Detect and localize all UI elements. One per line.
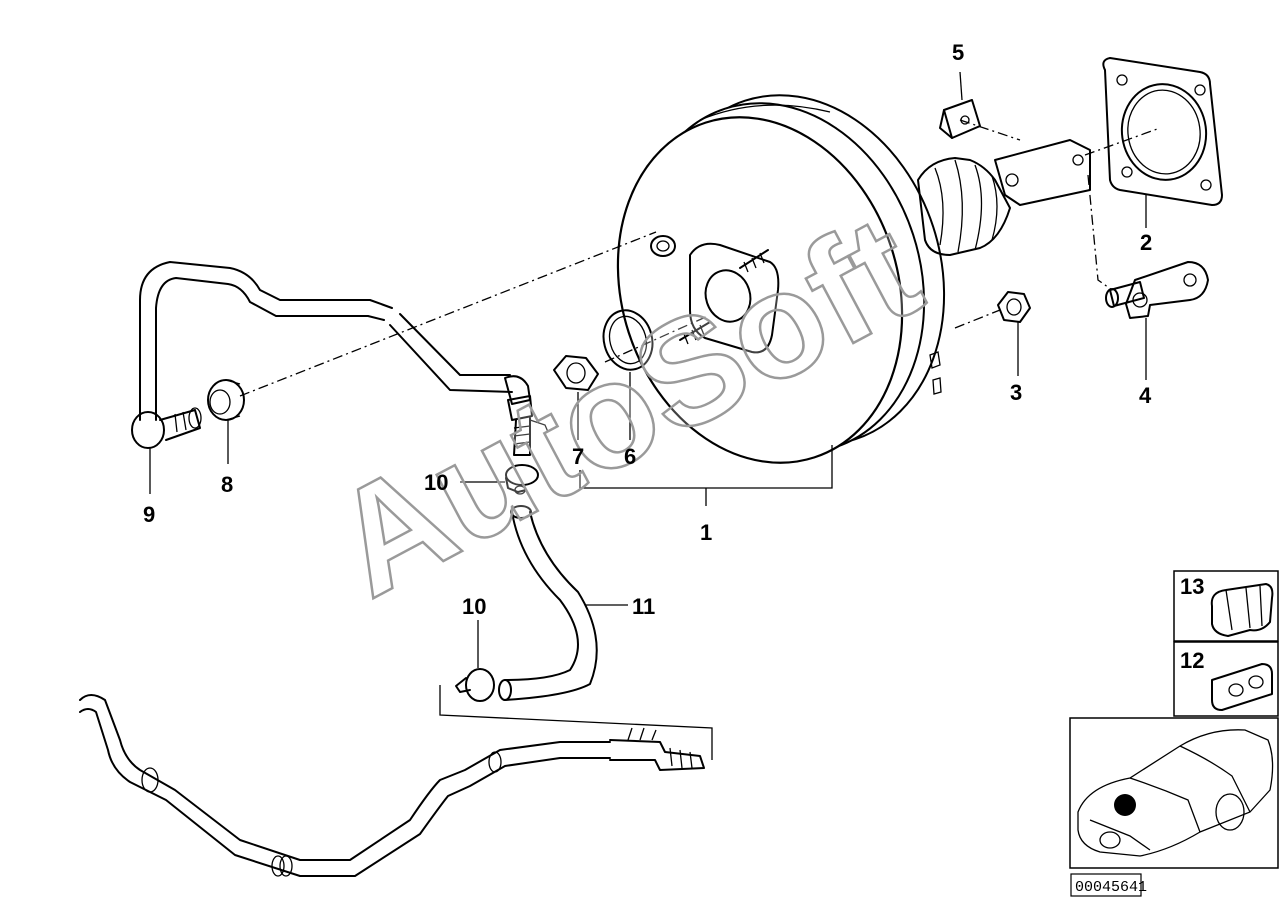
t-fitting-icon[interactable]: [504, 375, 549, 456]
label-part-10-lower[interactable]: 10: [462, 594, 486, 619]
clip-part-5[interactable]: [939, 99, 981, 139]
cable-holder-icon: [1210, 583, 1274, 637]
hose-part-11[interactable]: [498, 505, 598, 701]
grommet-part-8[interactable]: [207, 379, 245, 421]
label-part-12: 12: [1180, 648, 1204, 673]
label-part-8[interactable]: 8: [221, 472, 233, 497]
seal-ring-part-6[interactable]: [597, 305, 659, 375]
hose-clamp-part-10-lower[interactable]: [455, 668, 495, 702]
label-part-1[interactable]: 1: [700, 520, 712, 545]
grommet-plate-icon: [1211, 663, 1273, 711]
car-location-icon[interactable]: [1069, 717, 1279, 869]
nut-part-7[interactable]: [553, 355, 599, 391]
gasket-part-2[interactable]: [1102, 57, 1223, 206]
label-part-10-upper[interactable]: 10: [424, 470, 448, 495]
clevis-pin-part-4[interactable]: [1105, 261, 1209, 319]
leader-lines: [149, 71, 1161, 760]
part-12-box[interactable]: 12: [1173, 641, 1279, 717]
catalog-number: 00045641: [1075, 879, 1147, 896]
label-part-13: 13: [1180, 574, 1204, 599]
brake-booster-icon[interactable]: [574, 57, 1091, 500]
label-part-5[interactable]: 5: [952, 40, 964, 65]
hose-clamp-part-10-upper[interactable]: [505, 464, 539, 495]
label-part-4[interactable]: 4: [1139, 383, 1152, 408]
label-part-9[interactable]: 9: [143, 502, 155, 527]
label-part-7[interactable]: 7: [572, 444, 584, 469]
label-part-3[interactable]: 3: [1010, 380, 1022, 405]
vacuum-line-icon[interactable]: [79, 694, 705, 877]
catalog-number-box: 00045641: [1070, 873, 1147, 897]
label-part-11[interactable]: 11: [632, 594, 655, 619]
part-13-box[interactable]: 13: [1173, 570, 1279, 642]
vacuum-hose-part-9[interactable]: [131, 261, 513, 449]
label-part-2[interactable]: 2: [1140, 230, 1152, 255]
label-part-6[interactable]: 6: [624, 444, 636, 469]
nut-part-3[interactable]: [997, 291, 1031, 323]
